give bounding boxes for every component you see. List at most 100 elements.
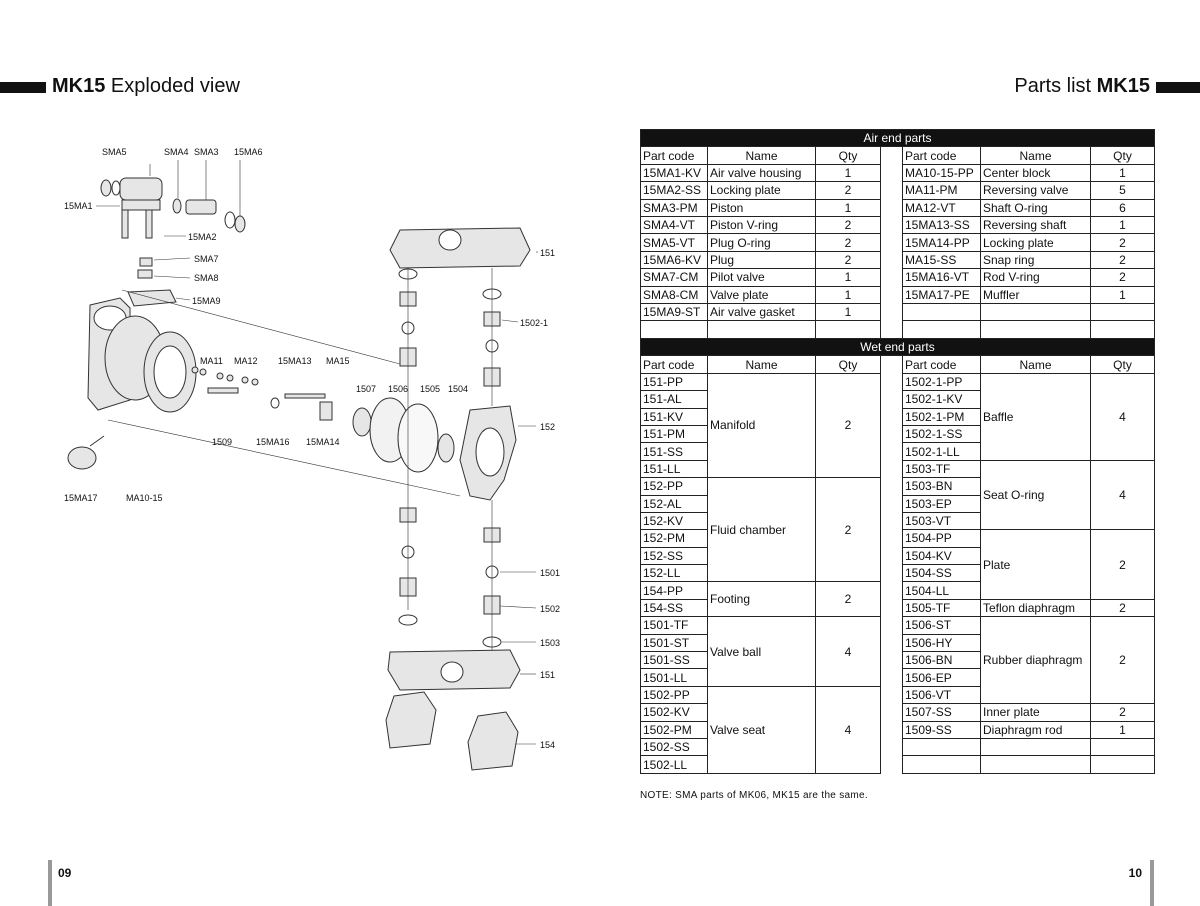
qty-cell: 2 <box>1090 598 1155 618</box>
gap-cell <box>880 233 903 252</box>
qty-cell: 2 <box>815 477 881 583</box>
part-code-cell: 152-LL <box>640 564 708 583</box>
empty-cell <box>980 320 1091 339</box>
gap-cell <box>880 599 903 617</box>
section-title: Air end parts <box>640 128 1155 148</box>
gap-cell <box>880 703 903 722</box>
leader-sma8 <box>153 275 191 279</box>
table-cell: Locking plate <box>980 233 1091 252</box>
label-15ma16: 15MA16 <box>256 437 290 447</box>
column-header: Part code <box>902 146 981 165</box>
part-code-cell: 1502-1-PM <box>902 407 981 426</box>
table-cell: 1 <box>1090 285 1155 304</box>
part-code-cell: 1501-TF <box>640 616 708 635</box>
table-cell: 1 <box>1090 215 1155 235</box>
qty-cell: 4 <box>815 616 881 687</box>
gap-cell <box>880 442 903 461</box>
table-cell: 15MA1-KV <box>640 163 708 183</box>
fluid-chamber-port <box>475 427 505 477</box>
part-code-cell: 1504-SS <box>902 564 981 583</box>
gap-cell <box>880 495 903 513</box>
label-ma12: MA12 <box>234 356 258 366</box>
table-row: 152-LL 1504-SS <box>640 564 1155 583</box>
part-name-cell: Rubber diaphragm <box>980 616 1091 705</box>
part-code-cell: 1506-BN <box>902 651 981 670</box>
part-code-cell: 151-PP <box>640 372 708 392</box>
right-page-marker <box>1150 860 1154 906</box>
right-title-model: MK15 <box>1096 75 1150 97</box>
gap-cell <box>880 408 903 426</box>
part-name-cell: Diaphragm rod <box>980 720 1091 739</box>
table-cell: Plug O-ring <box>707 233 816 252</box>
left-page-number: 09 <box>58 866 72 880</box>
table-cell: 15MA17-PE <box>902 285 981 304</box>
parts-note: NOTE: SMA parts of MK06, MK15 are the sa… <box>640 790 868 801</box>
label-1503: 1503 <box>540 638 560 648</box>
table-cell <box>902 302 981 322</box>
gap-cell <box>880 460 903 478</box>
qty-cell: 4 <box>1090 459 1155 531</box>
column-header: Part code <box>902 355 981 374</box>
label-1502: 1502 <box>540 604 560 614</box>
gap-cell <box>880 755 903 774</box>
label-ma11: MA11 <box>200 356 223 366</box>
part-code-cell: 1506-EP <box>902 668 981 687</box>
part-code-cell: 151-SS <box>640 442 708 461</box>
table-cell: SMA4-VT <box>640 215 708 235</box>
reversing-valve-c <box>216 372 224 380</box>
table-cell: 2 <box>815 181 881 200</box>
label-ma15: MA15 <box>326 356 350 366</box>
gap-cell <box>880 512 903 530</box>
part-name-cell: Footing <box>707 581 816 618</box>
part-name-cell: Manifold <box>707 372 816 479</box>
rod-vring-part <box>270 397 280 409</box>
part-code-cell: 1502-PP <box>640 685 708 705</box>
label-sma3: SMA3 <box>194 147 219 157</box>
part-code-cell <box>902 737 981 757</box>
table-cell: 2 <box>815 250 881 270</box>
qty-cell: 1 <box>1090 720 1155 739</box>
empty-cell <box>815 320 881 339</box>
left-page-marker <box>48 860 52 906</box>
part-code-cell: 1501-ST <box>640 633 708 653</box>
label-sma4: SMA4 <box>164 147 189 157</box>
diaphragm-rod-part <box>207 387 239 394</box>
part-code-cell: 1507-SS <box>902 703 981 722</box>
left-header-bar <box>0 82 46 93</box>
table-cell: 15MA2-SS <box>640 181 708 200</box>
column-header: Part code <box>640 355 708 374</box>
label-15ma1: 15MA1 <box>64 201 93 211</box>
part-code-cell: 1501-LL <box>640 668 708 687</box>
pilot-valve-part <box>139 257 153 267</box>
gap-cell <box>880 181 903 200</box>
muffler-part <box>67 446 97 470</box>
column-header: Name <box>707 146 816 165</box>
table-cell: Air valve gasket <box>707 302 816 322</box>
table-cell <box>1090 302 1155 322</box>
gap-cell <box>880 286 903 304</box>
part-code-cell: 1506-ST <box>902 616 981 635</box>
part-code-cell: 151-PM <box>640 424 708 444</box>
label-154: 154 <box>540 740 555 750</box>
oring-bottom-left <box>398 614 418 626</box>
gap-cell <box>880 146 903 165</box>
section-title-row: Wet end parts <box>640 337 1155 357</box>
table-cell: SMA3-PM <box>640 198 708 217</box>
muffler-stem <box>89 435 105 447</box>
table-cell: 1 <box>815 285 881 304</box>
right-page-title: Parts list MK15 <box>1014 75 1150 98</box>
column-header: Part code <box>640 146 708 165</box>
part-name-cell: Fluid chamber <box>707 477 816 583</box>
part-code-cell: 151-LL <box>640 459 708 479</box>
reversing-valve-b <box>199 368 207 376</box>
gap-cell <box>880 199 903 217</box>
